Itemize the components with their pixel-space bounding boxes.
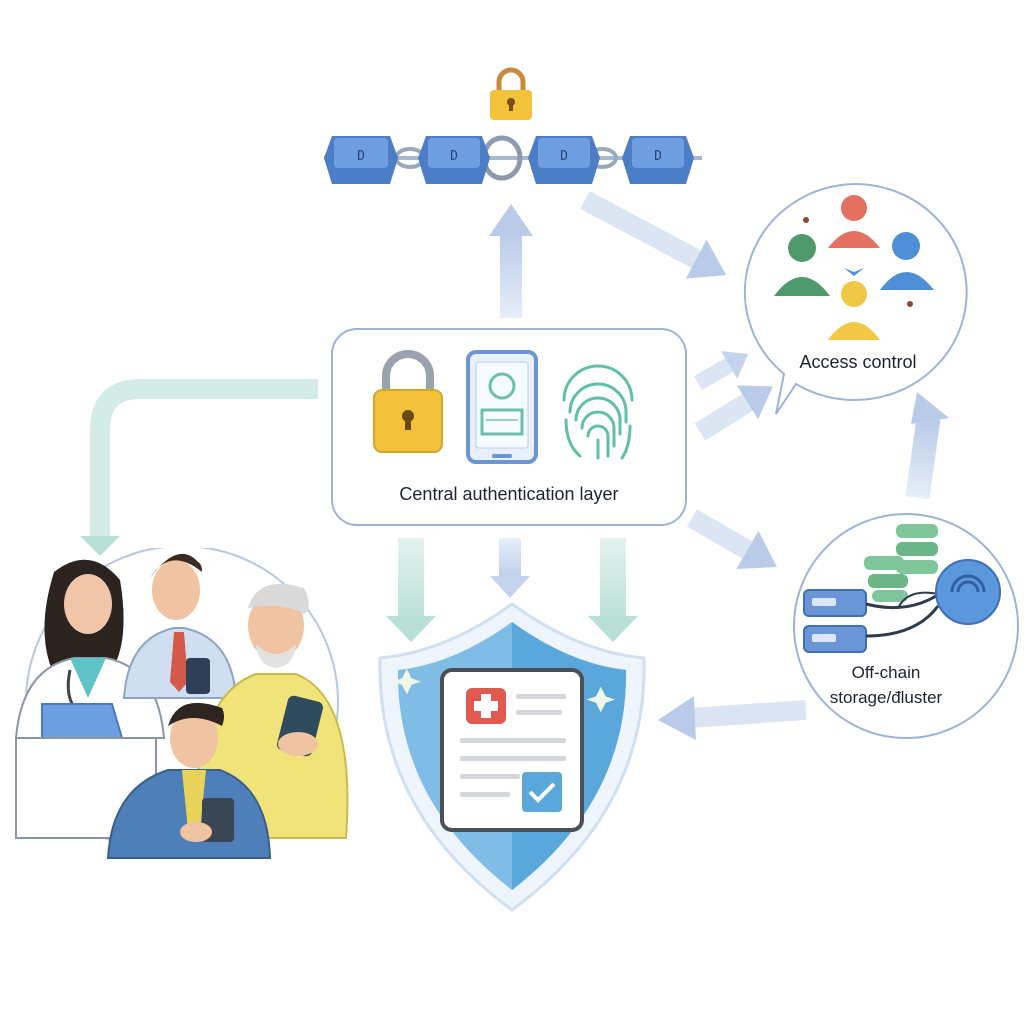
person-young-man bbox=[106, 702, 272, 859]
arrow-auth-to-blockchain bbox=[489, 204, 533, 318]
block-3: D bbox=[528, 136, 600, 184]
storage-circle bbox=[793, 513, 1019, 739]
padlock-icon bbox=[373, 350, 443, 453]
arrow-auth-to-people bbox=[80, 379, 318, 556]
database-cluster-icon bbox=[803, 524, 1001, 653]
storage-label-line1: Off-chain bbox=[851, 663, 921, 682]
central-auth-label: Central authentication layer bbox=[399, 484, 619, 504]
arrow-auth-to-access-1 bbox=[694, 351, 749, 390]
arrow-auth-to-shield-right bbox=[588, 538, 638, 642]
person-man-tie bbox=[122, 553, 238, 699]
arrow-auth-to-shield-left bbox=[386, 538, 436, 642]
access-control-bubble bbox=[743, 182, 968, 415]
shield-icon bbox=[378, 602, 646, 912]
smartphone-icon bbox=[466, 350, 538, 464]
svg-text:D: D bbox=[654, 149, 662, 164]
svg-text:D: D bbox=[450, 149, 458, 164]
svg-text:D: D bbox=[560, 149, 568, 164]
padlock-icon bbox=[490, 67, 532, 120]
auth-icons bbox=[373, 350, 634, 464]
block-4: D bbox=[622, 136, 694, 184]
storage-label: Off-chain storage/đluster bbox=[806, 660, 966, 710]
medical-record-icon bbox=[440, 668, 584, 832]
access-control-label: Access control bbox=[799, 352, 917, 372]
arrow-storage-to-shield bbox=[658, 696, 807, 740]
arrow-blockchain-to-access bbox=[580, 191, 727, 279]
arrow-auth-to-storage bbox=[687, 509, 777, 570]
blockchain-icon: D D D D bbox=[324, 67, 702, 184]
svg-text:D: D bbox=[357, 149, 365, 164]
block-2: D bbox=[418, 136, 490, 184]
arrow-auth-to-shield-middle bbox=[490, 538, 530, 598]
users-group-icon bbox=[774, 195, 934, 340]
people-group-illustration bbox=[14, 548, 349, 859]
block-1: D bbox=[324, 136, 398, 184]
arrow-auth-to-access-2 bbox=[694, 385, 773, 441]
fingerprint-icon bbox=[562, 364, 634, 460]
storage-label-line2: storage/đluster bbox=[829, 688, 943, 707]
arrow-storage-to-access bbox=[905, 392, 949, 500]
